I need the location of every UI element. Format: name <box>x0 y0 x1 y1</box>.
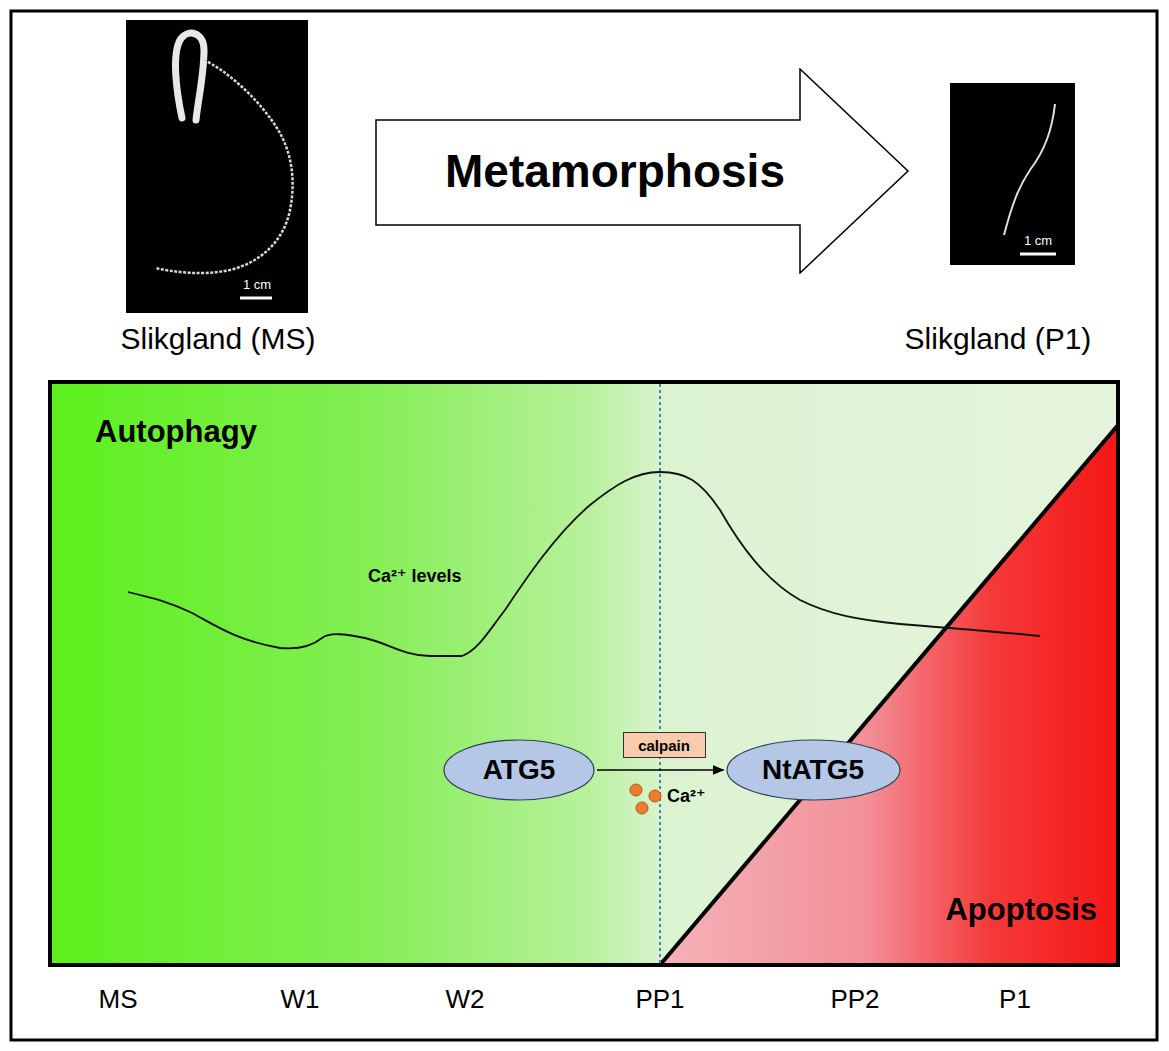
protein-ellipse: ATG5 <box>443 739 595 801</box>
process-label: Autophagy <box>95 414 257 450</box>
stage-label: PP1 <box>635 985 684 1015</box>
process-arrow: Metamorphosis <box>375 68 910 274</box>
scale-label: 1 cm <box>243 278 271 293</box>
calcium-dot <box>649 790 661 802</box>
stage-label: PP2 <box>830 985 879 1015</box>
photo-caption: Slikgland (P1) <box>905 322 1092 357</box>
stage-label: W2 <box>446 985 485 1015</box>
ellipse-outline <box>444 740 594 800</box>
apoptosis-wedge <box>660 425 1118 965</box>
curve-label: Ca²⁺ levels <box>368 566 462 587</box>
divider-line <box>660 425 1118 965</box>
stage-label: MS <box>99 985 138 1015</box>
ellipse-outline <box>727 740 900 800</box>
enzyme-box: calpain <box>623 732 706 758</box>
stage-label: W1 <box>281 985 320 1015</box>
node-text: calpain <box>638 737 690 754</box>
calcium-dot <box>636 802 648 814</box>
gland-loop <box>176 33 204 120</box>
node-text: ATG5 <box>483 754 556 786</box>
autophagy-ground <box>50 382 1118 965</box>
outer-frame <box>11 11 1157 1040</box>
photo-p1 <box>950 83 1075 265</box>
pp1-marker <box>659 384 661 963</box>
process-label: Apoptosis <box>945 892 1097 928</box>
stage-label: P1 <box>999 985 1031 1015</box>
reaction-arrow <box>597 769 724 771</box>
scale-bar <box>240 297 272 300</box>
photo-caption: Slikgland (MS) <box>120 322 315 357</box>
protein-ellipse: NtATG5 <box>726 739 901 801</box>
node-text: Metamorphosis <box>445 144 785 198</box>
gland-duct <box>155 60 293 273</box>
photo-ms <box>126 20 308 313</box>
scale-label: 1 cm <box>1024 234 1052 249</box>
calcium-curve <box>128 472 1040 656</box>
node-text: NtATG5 <box>762 754 864 786</box>
box-outline <box>623 733 705 758</box>
gland-remnant <box>1004 104 1055 235</box>
scale-bar <box>1020 253 1056 256</box>
ion-label: Ca²⁺ <box>667 786 706 807</box>
panel-border <box>50 382 1118 965</box>
arrow-outline <box>376 69 908 273</box>
calcium-dot <box>630 784 642 796</box>
